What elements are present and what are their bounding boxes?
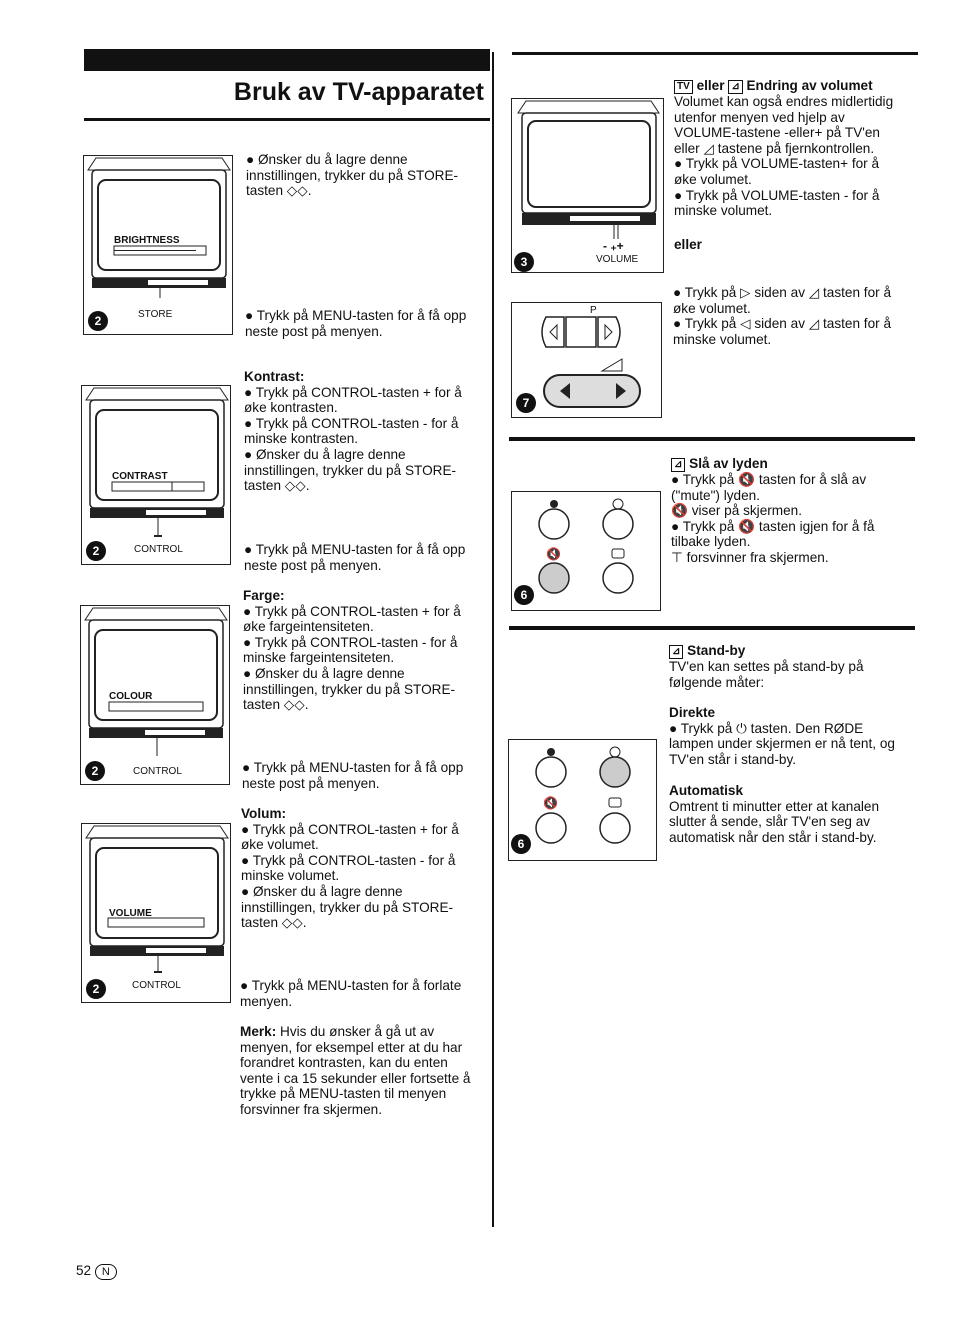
tv-illustration xyxy=(517,100,660,239)
remote-icon: ⊿ xyxy=(728,80,743,94)
tv-illustration xyxy=(85,825,229,973)
page-number: 52 xyxy=(76,1263,92,1278)
tv-figure-contrast: CONTRAST 2 CONTROL xyxy=(81,385,231,565)
standby-section: ⊿ Stand-by TV'en kan settes på stand-by … xyxy=(669,643,864,690)
remote-icon: ⊿ xyxy=(669,645,684,659)
control-caption: CONTROL xyxy=(133,766,182,777)
store-instruction: ● Ønsker du å lagre denne innstillingen,… xyxy=(246,152,459,199)
control-caption: CONTROL xyxy=(132,980,181,991)
step-badge: 7 xyxy=(516,393,536,413)
remote-icon: ⊿ xyxy=(671,458,686,472)
remote-illustration xyxy=(541,316,641,408)
volume-minus-plus: - ₊+ xyxy=(603,239,624,253)
automatisk-section: Automatisk Omtrent ti minutter etter at … xyxy=(669,783,880,845)
store-caption: STORE xyxy=(138,309,173,320)
step-badge: 6 xyxy=(511,834,531,854)
column-divider xyxy=(492,52,494,1227)
volum-section: Volum: ● Trykk på CONTROL-tasten + for å… xyxy=(241,806,459,931)
tv-illustration xyxy=(84,607,228,756)
screen-label: CONTRAST xyxy=(112,471,168,482)
mute-section: ⊿ Slå av lyden ● Trykk på 🔇 tasten for å… xyxy=(671,456,875,565)
right-top-rule xyxy=(512,52,918,55)
menu-instruction-4: ● Trykk på MENU-tasten for å forlate men… xyxy=(240,978,462,1009)
step-badge: 3 xyxy=(514,252,534,272)
page-footer: 52 N xyxy=(76,1263,117,1280)
svg-text:🔇: 🔇 xyxy=(546,547,561,561)
tv-figure-volume: VOLUME 2 CONTROL xyxy=(81,823,231,1003)
language-badge: N xyxy=(94,1264,117,1280)
tv-illustration xyxy=(87,157,231,298)
remote-volume-section: ● Trykk på ▷ siden av ◿ tasten for å øke… xyxy=(673,285,892,347)
mute-button-panel: 🔇 6 xyxy=(511,491,661,611)
screen-label: BRIGHTNESS xyxy=(114,235,180,246)
remote-figure: P 7 xyxy=(511,302,662,418)
step-badge: 6 xyxy=(514,585,534,605)
volume-section: TV eller ⊿ Endring av volumet Volumet ka… xyxy=(674,78,894,219)
kontrast-section: Kontrast: ● Trykk på CONTROL-tasten + fo… xyxy=(244,369,462,494)
step-badge: 2 xyxy=(86,979,106,999)
standby-button-panel: 🔇 6 xyxy=(508,739,657,861)
step-badge: 2 xyxy=(86,541,106,561)
volume-caption: VOLUME xyxy=(596,254,639,265)
menu-instruction-3: ● Trykk på MENU-tasten for å få opp nest… xyxy=(242,760,464,791)
button-panel-illustration: 🔇 xyxy=(535,746,631,844)
page-title: Bruk av TV-apparatet xyxy=(233,78,484,106)
step-badge: 2 xyxy=(88,311,108,331)
tv-figure-volume-buttons: - ₊+ VOLUME 3 xyxy=(511,98,664,273)
direkte-section: Direkte ● Trykk på ⏻ tasten. Den RØDE la… xyxy=(669,705,895,767)
section-rule-standby xyxy=(509,626,915,630)
tv-icon: TV xyxy=(674,80,693,94)
menu-instruction-2: ● Trykk på MENU-tasten for å få opp nest… xyxy=(244,542,466,573)
svg-text:🔇: 🔇 xyxy=(543,796,558,810)
screen-label: COLOUR xyxy=(109,691,153,702)
step-badge: 2 xyxy=(85,761,105,781)
section-rule-mute xyxy=(509,437,915,441)
screen-label: VOLUME xyxy=(109,908,152,919)
header-bar xyxy=(84,49,490,71)
tv-figure-brightness: BRIGHTNESS 2 STORE xyxy=(83,155,233,335)
tv-illustration xyxy=(85,387,229,537)
eller-label: eller xyxy=(674,237,702,252)
control-caption: CONTROL xyxy=(134,544,183,555)
menu-instruction-1: ● Trykk på MENU-tasten for å få opp nest… xyxy=(245,308,467,339)
title-underline xyxy=(84,118,490,121)
merk-note: Merk: Hvis du ønsker å gå ut av menyen, … xyxy=(240,1024,471,1117)
tv-figure-colour: COLOUR 2 CONTROL xyxy=(80,605,230,785)
farge-section: Farge: ● Trykk på CONTROL-tasten + for å… xyxy=(243,588,461,713)
p-label: P xyxy=(590,305,597,316)
button-panel-illustration: 🔇 xyxy=(538,498,634,594)
